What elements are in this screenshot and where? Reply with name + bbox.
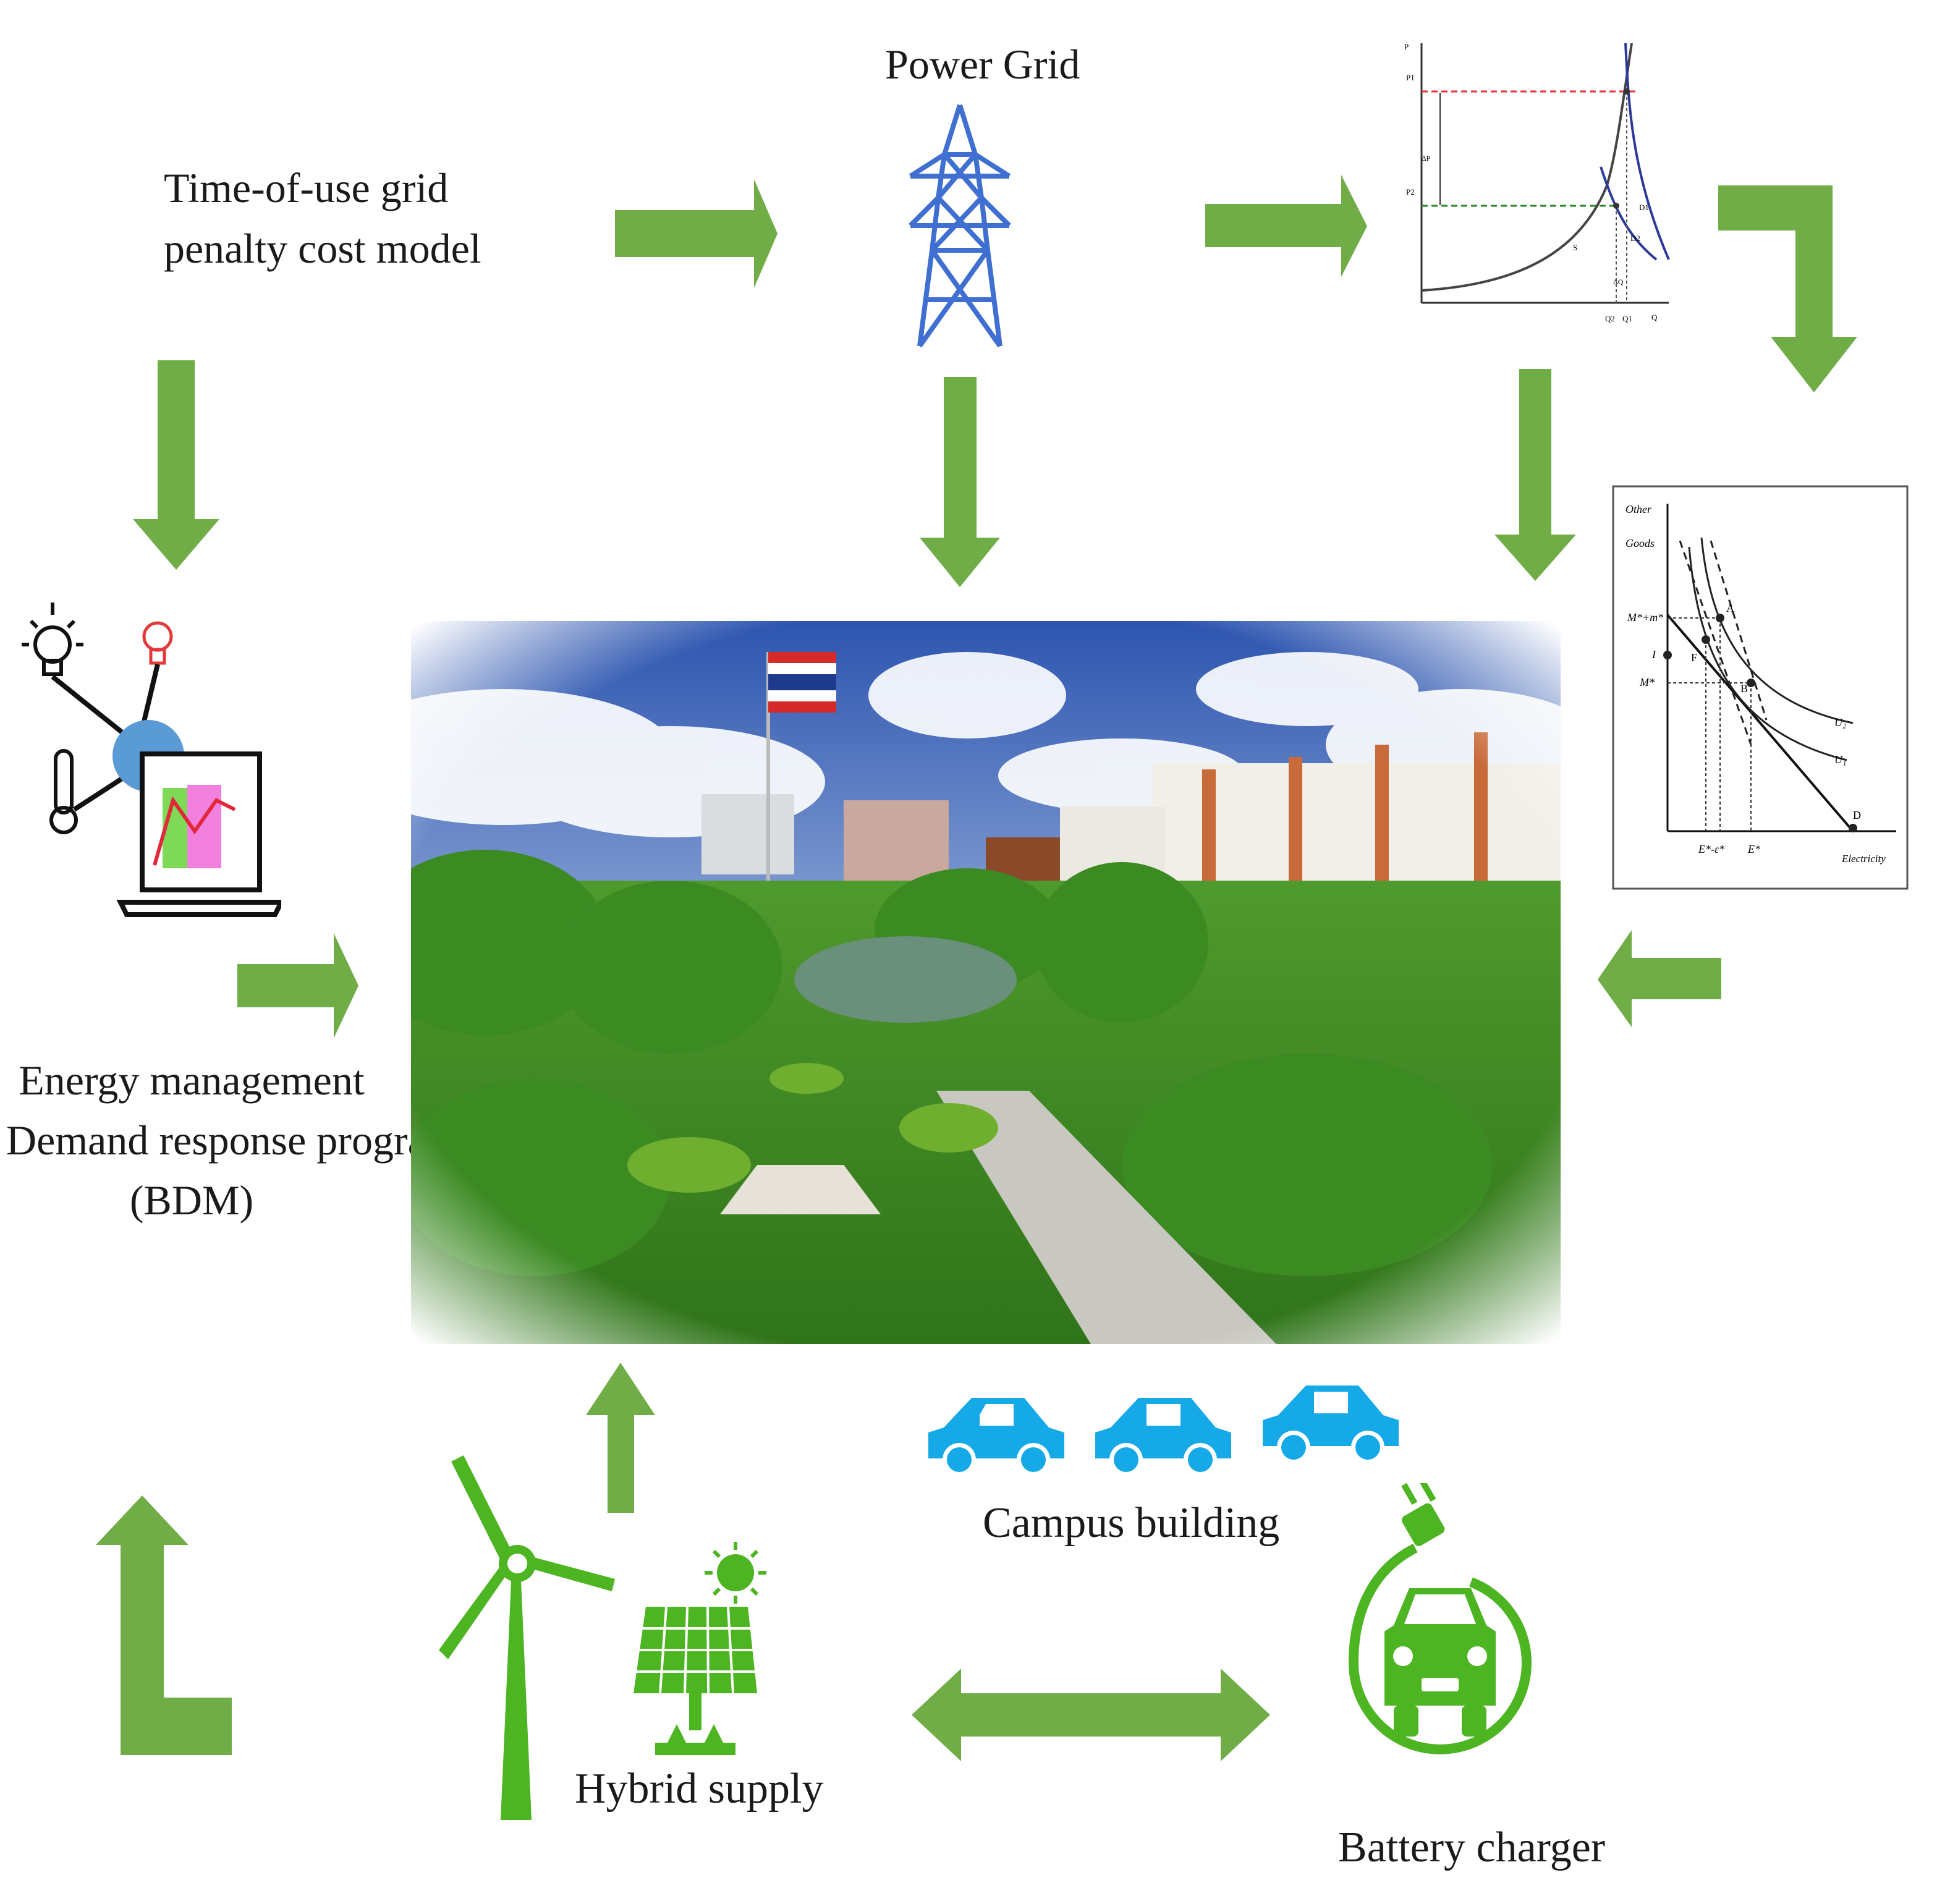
- campus-building-label: Campus building: [983, 1499, 1280, 1547]
- smart-home-laptop-icon: [22, 603, 281, 917]
- delta-p-label: ΔP: [1422, 154, 1431, 163]
- arrow-double-hybrid-battery: [912, 1669, 1270, 1761]
- solar-panel-icon: [634, 1542, 766, 1755]
- arrow-grid-to-plot: [1205, 175, 1367, 277]
- y-axis-line2: Goods: [1625, 537, 1655, 549]
- transmission-tower-icon: [909, 104, 1011, 348]
- car-icon: [928, 1398, 1064, 1476]
- y-axis-line1: Other: [1625, 503, 1652, 515]
- q2-label: Q2: [1605, 314, 1615, 323]
- m-star-label: M*: [1639, 676, 1655, 688]
- demand-curve-d2: [1600, 166, 1658, 261]
- power-grid-label: Power Grid: [885, 41, 1080, 88]
- supply-demand-plot: P Q P1 P2 ΔP S D1 D2 ΔQ Q2 Q1: [1404, 42, 1670, 323]
- supply-label: S: [1573, 243, 1577, 252]
- energy-mgmt-title: Energy management Demand response progra…: [6, 1051, 459, 1230]
- arrow-penalty-down: [133, 360, 219, 570]
- delta-q-label: ΔQ: [1613, 277, 1624, 286]
- p1-label: P1: [1406, 73, 1415, 82]
- arrow-indifference-to-campus: [1598, 930, 1721, 1027]
- arrow-plot-down: [1494, 369, 1576, 581]
- indifference-curve-plot: Other Goods Electricity M*+m* I M* A F B…: [1612, 485, 1909, 890]
- energy-mgmt-line1: Energy management: [19, 1057, 365, 1104]
- arrow-plot-to-indifference: [1718, 185, 1857, 392]
- arrow-mgmt-to-campus: [237, 933, 358, 1038]
- point-b: B: [1740, 682, 1748, 695]
- sd-y-axis: P: [1404, 42, 1409, 51]
- arrow-grid-down: [920, 377, 1000, 587]
- red-bulb-icon: [142, 621, 173, 665]
- p2-label: P2: [1406, 187, 1415, 197]
- curve-u1: [1688, 546, 1847, 761]
- wind-turbine-icon: [439, 1455, 615, 1820]
- point-d: D: [1853, 809, 1861, 821]
- u2-label: U₂: [1834, 716, 1846, 729]
- energy-mgmt-line3: (BDM): [129, 1177, 254, 1224]
- curve-u2: [1700, 537, 1854, 724]
- m-plus-label: M*+m*: [1627, 611, 1663, 624]
- supply-curve: [1421, 43, 1633, 292]
- penalty-model-line1: Time-of-use grid: [164, 164, 449, 211]
- d1-label: D1: [1639, 203, 1649, 212]
- point-f: F: [1691, 651, 1697, 664]
- energy-mgmt-line2: Demand response program: [6, 1117, 459, 1164]
- demand-curve-d1: [1624, 43, 1670, 260]
- u1-label: U₁: [1834, 753, 1846, 766]
- arrow-penalty-to-grid: [615, 179, 778, 288]
- arrow-hybrid-up: [586, 1363, 655, 1513]
- i-label: I: [1651, 648, 1656, 661]
- e-star-label: E*: [1747, 843, 1760, 855]
- ev-charger-icon: [1348, 1483, 1532, 1754]
- hybrid-supply-label: Hybrid supply: [575, 1765, 824, 1813]
- penalty-model-line2: penalty cost model: [164, 225, 481, 272]
- q1-label: Q1: [1622, 314, 1632, 323]
- x-axis-label: Electricity: [1841, 853, 1886, 865]
- penalty-model-title: Time-of-use grid penalty cost model: [164, 158, 481, 279]
- car-icon: [1263, 1386, 1399, 1464]
- arrow-l-up: [96, 1496, 232, 1755]
- sd-x-axis: Q: [1651, 313, 1658, 322]
- d2-label: D2: [1630, 234, 1640, 243]
- e-minus-label: E*-ε*: [1698, 843, 1724, 855]
- campus-photo: [411, 621, 1561, 1344]
- thermometer-icon: [49, 749, 78, 834]
- sun-icon: [705, 1542, 766, 1604]
- budget-line: [1666, 614, 1854, 832]
- laptop-icon: [116, 751, 281, 917]
- car-icon: [1095, 1398, 1231, 1476]
- point-a: A: [1726, 602, 1734, 614]
- battery-charger-label: Battery charger: [1338, 1824, 1606, 1871]
- light-bulb-icon: [22, 603, 83, 676]
